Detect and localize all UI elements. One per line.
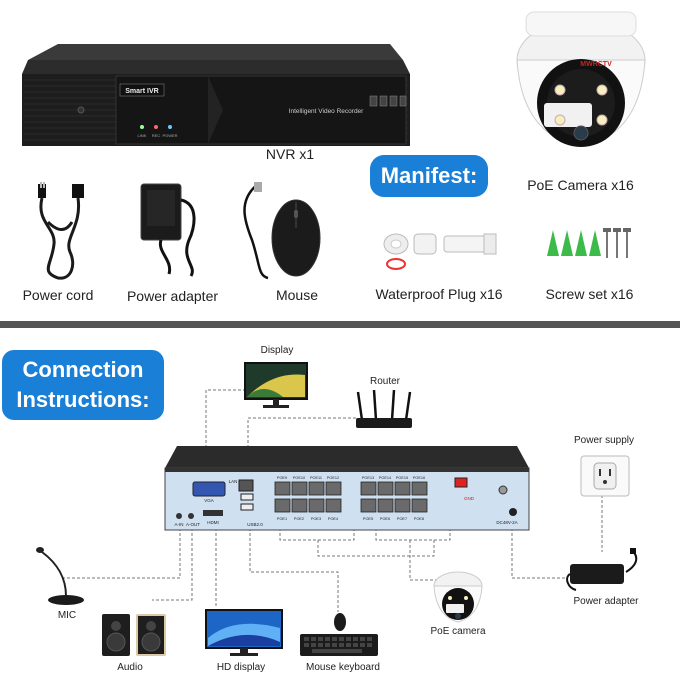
- svg-text:POE9: POE9: [277, 476, 287, 480]
- hd-display-image: [204, 608, 284, 658]
- connection-badge-line2: Instructions:: [16, 387, 150, 412]
- hd-display-label: HD display: [216, 662, 266, 673]
- router-label: Router: [369, 376, 400, 387]
- svg-text:POE3: POE3: [311, 517, 321, 521]
- power-adapter-label: Power adapter: [126, 288, 219, 304]
- svg-text:LAN: LAN: [229, 479, 238, 484]
- svg-text:POE10: POE10: [293, 476, 305, 480]
- svg-text:POE4: POE4: [328, 517, 338, 521]
- svg-text:A-OUT: A-OUT: [186, 522, 200, 527]
- manifest-badge: Manifest:: [370, 155, 488, 197]
- waterproof-plug-image: [380, 228, 505, 273]
- nvr-front-text: Intelligent Video Recorder: [289, 108, 365, 115]
- svg-text:A-IN: A-IN: [175, 522, 184, 527]
- svg-text:POE13: POE13: [362, 476, 374, 480]
- svg-text:POE2: POE2: [294, 517, 304, 521]
- router-image: [354, 389, 414, 432]
- mic-image: [30, 544, 90, 606]
- mouse-keyboard-label: Mouse keyboard: [306, 662, 380, 673]
- power-adapter-small-image: [566, 548, 646, 592]
- display-label: Display: [260, 345, 294, 356]
- screw-set-label: Screw set x16: [545, 286, 634, 302]
- screw-set-image: [545, 226, 635, 264]
- waterproof-plug-label: Waterproof Plug x16: [375, 286, 503, 302]
- svg-text:POE5: POE5: [363, 517, 373, 521]
- svg-text:POWER: POWER: [162, 133, 177, 138]
- mic-label: MIC: [57, 610, 77, 621]
- svg-text:POE11: POE11: [310, 476, 322, 480]
- camera-brand: MWRCTV: [580, 61, 612, 68]
- power-adapter-small-label: Power adapter: [573, 596, 639, 607]
- poe-camera-small-label: PoE camera: [430, 626, 486, 637]
- section-divider: [0, 321, 680, 328]
- svg-text:POE6: POE6: [380, 517, 390, 521]
- poe-camera-small-image: [430, 570, 486, 624]
- svg-text:VGA: VGA: [204, 498, 214, 503]
- svg-text:POE12: POE12: [327, 476, 339, 480]
- svg-text:HDMI: HDMI: [207, 520, 219, 525]
- svg-text:GND: GND: [464, 496, 475, 501]
- svg-text:POE15: POE15: [396, 476, 408, 480]
- power-supply-label: Power supply: [573, 435, 635, 446]
- mouse-label: Mouse: [275, 287, 319, 303]
- mouse-image: [238, 180, 328, 280]
- display-image: [243, 361, 309, 411]
- power-cord-image: [32, 182, 92, 282]
- nvr-rear-panel: VGA LAN USB2.0 HDMI A-IN A-OUT POE9 POE1…: [163, 444, 531, 532]
- connection-badge: Connection Instructions:: [2, 350, 164, 420]
- svg-text:POE7: POE7: [397, 517, 407, 521]
- connection-badge-line1: Connection: [22, 357, 144, 382]
- nvr-brand-label: Smart IVR: [125, 88, 158, 95]
- nvr-image: Smart IVR Intelligent Video Recorder LIN…: [18, 40, 413, 148]
- poe-camera-image: MWRCTV: [506, 8, 656, 158]
- svg-text:REC: REC: [152, 133, 161, 138]
- mouse-keyboard-image: [298, 612, 380, 658]
- audio-image: [100, 612, 168, 658]
- svg-text:DC48V-2A: DC48V-2A: [496, 520, 517, 525]
- svg-text:LINK: LINK: [138, 133, 147, 138]
- audio-label: Audio: [117, 662, 143, 673]
- svg-text:POE1: POE1: [277, 517, 287, 521]
- svg-text:POE8: POE8: [414, 517, 424, 521]
- svg-text:USB2.0: USB2.0: [247, 522, 263, 527]
- power-adapter-image: [135, 180, 205, 280]
- power-cord-label: Power cord: [22, 287, 94, 303]
- svg-text:POE16: POE16: [413, 476, 425, 480]
- svg-text:POE14: POE14: [379, 476, 391, 480]
- poe-camera-label: PoE Camera x16: [527, 177, 634, 193]
- wall-socket-image: [580, 455, 630, 497]
- nvr-label: NVR x1: [265, 146, 315, 162]
